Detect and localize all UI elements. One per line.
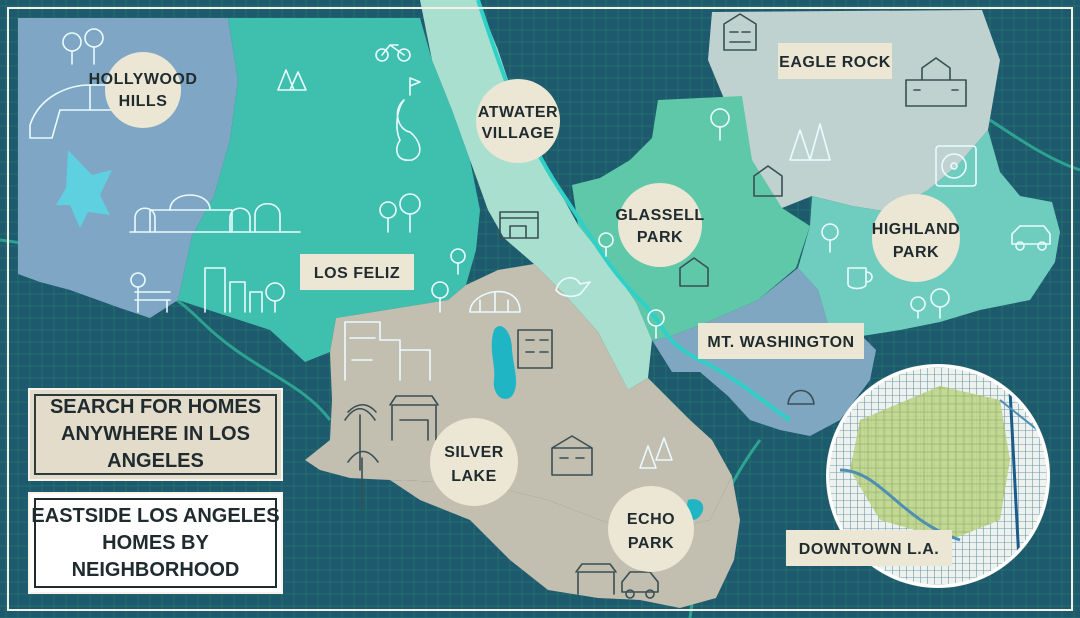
trees-icon-2 xyxy=(379,193,449,313)
search-homes-line-2: ANYWHERE IN LOS ANGELES xyxy=(61,423,250,472)
label-silver-lake[interactable]: SILVER LAKE xyxy=(430,418,518,506)
eastside-line-1: EASTSIDE LOS ANGELES xyxy=(31,504,280,527)
region-hollywood-hills[interactable] xyxy=(18,18,238,318)
fountain-icon xyxy=(469,290,521,313)
label-highland-park[interactable]: HIGHLAND PARK xyxy=(872,194,960,282)
label-echo-park[interactable]: ECHO PARK xyxy=(608,486,694,572)
region-silver-lake[interactable] xyxy=(305,264,732,534)
car-icon-echo xyxy=(621,571,659,599)
region-atwater-village[interactable] xyxy=(420,0,652,390)
svg-text:ECHO: ECHO xyxy=(627,511,675,528)
svg-text:HOLLYWOOD: HOLLYWOOD xyxy=(89,71,198,88)
label-glassell-park[interactable]: GLASSELL PARK xyxy=(615,183,704,267)
label-downtown[interactable]: DOWNTOWN L.A. xyxy=(786,530,952,566)
golf-course-icon xyxy=(396,77,421,161)
svg-text:ATWATER: ATWATER xyxy=(478,104,558,121)
coffee-cup-icon xyxy=(847,267,873,290)
label-los-feliz[interactable]: LOS FELIZ xyxy=(300,254,414,290)
cafe-icon xyxy=(389,395,439,441)
house-icon-glassell xyxy=(679,257,709,287)
search-homes-line-1: SEARCH FOR HOMES xyxy=(49,396,262,418)
bicycle-icon xyxy=(375,44,411,62)
search-homes-button[interactable]: SEARCH FOR HOMES ANYWHERE IN LOS ANGELES xyxy=(28,388,283,481)
schoolhouse-icon xyxy=(905,57,967,107)
silver-lake-reservoir xyxy=(491,326,517,399)
svg-text:HIGHLAND: HIGHLAND xyxy=(872,221,960,238)
car-icon-highland xyxy=(1011,225,1051,251)
pine-trees-icon xyxy=(277,69,307,91)
trees-icon-glassell xyxy=(598,108,839,257)
trees-icon-atwater xyxy=(450,248,466,275)
trees-icon-eagle xyxy=(789,123,831,161)
svg-text:GLASSELL: GLASSELL xyxy=(615,207,704,224)
palm-trees-icon xyxy=(344,404,379,511)
svg-text:MT. WASHINGTON: MT. WASHINGTON xyxy=(707,334,854,351)
svg-text:PARK: PARK xyxy=(637,229,683,246)
apartment-icon xyxy=(517,329,553,369)
griffith-museum-icon xyxy=(344,321,431,381)
shop-icon-echo xyxy=(575,563,617,595)
house-icon-silver xyxy=(551,435,593,476)
observatory-icon xyxy=(129,194,301,233)
svg-text:HILLS: HILLS xyxy=(119,93,168,110)
label-mt-washington[interactable]: MT. WASHINGTON xyxy=(698,323,864,359)
taco-icon xyxy=(787,389,815,405)
svg-text:VILLAGE: VILLAGE xyxy=(482,125,555,142)
house-icon-eagle xyxy=(723,13,757,51)
trees-icon xyxy=(62,28,104,65)
label-eagle-rock[interactable]: EAGLE ROCK xyxy=(778,43,892,79)
eastside-homes-banner[interactable]: EASTSIDE LOS ANGELES HOMES BY NEIGHBORHO… xyxy=(28,492,283,594)
svg-text:LOS FELIZ: LOS FELIZ xyxy=(314,265,400,282)
duck-icon xyxy=(555,277,591,298)
house-icon-eagle-2 xyxy=(753,165,783,197)
label-hollywood-hills[interactable]: HOLLYWOOD HILLS xyxy=(89,52,198,128)
bench-icon xyxy=(130,272,171,313)
map-frame xyxy=(7,7,1073,611)
svg-text:LAKE: LAKE xyxy=(451,468,497,485)
pine-trees-icon-silver xyxy=(639,437,673,469)
storefront-icon xyxy=(499,211,539,239)
svg-text:PARK: PARK xyxy=(628,535,674,552)
svg-text:DOWNTOWN L.A.: DOWNTOWN L.A. xyxy=(799,541,939,558)
record-player-icon xyxy=(935,145,977,187)
hollywood-reservoir xyxy=(56,150,112,228)
city-buildings-icon xyxy=(204,267,285,313)
svg-text:PARK: PARK xyxy=(893,244,939,261)
trees-icon-mtwash xyxy=(647,309,665,339)
label-atwater-village[interactable]: ATWATER VILLAGE xyxy=(476,79,560,163)
eastside-line-2: HOMES BY NEIGHBORHOOD xyxy=(71,531,240,581)
svg-text:SILVER: SILVER xyxy=(444,444,504,461)
svg-text:EAGLE ROCK: EAGLE ROCK xyxy=(779,54,891,71)
trees-icon-highland xyxy=(910,288,950,319)
